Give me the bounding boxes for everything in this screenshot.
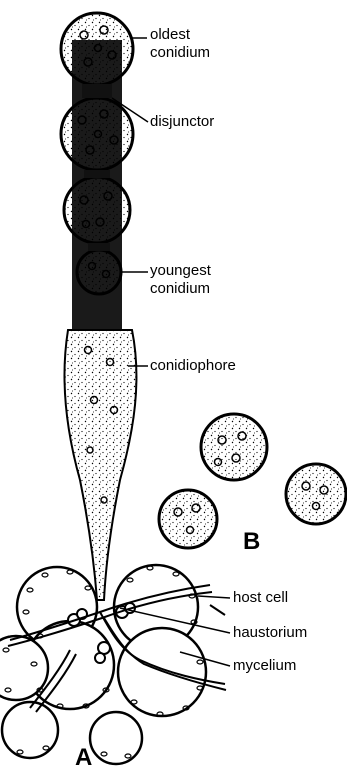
oldest-conidium bbox=[61, 13, 133, 85]
label-youngest-line2: conidium bbox=[150, 280, 211, 298]
panel-label-a: A bbox=[75, 744, 92, 772]
conidium-2 bbox=[61, 98, 133, 170]
youngest-conidium bbox=[77, 250, 121, 294]
label-host-cell: host cell bbox=[233, 589, 288, 607]
label-disjunctor: disjunctor bbox=[150, 113, 214, 131]
conidium-3 bbox=[64, 177, 130, 243]
label-conidiophore: conidiophore bbox=[150, 357, 236, 375]
label-oldest-conidium: oldest conidium bbox=[150, 26, 210, 62]
disjunctor-2 bbox=[84, 170, 110, 178]
conidiophore-stalk bbox=[64, 330, 136, 600]
label-mycelium: mycelium bbox=[233, 657, 296, 675]
label-oldest-line2: conidium bbox=[150, 44, 210, 62]
label-youngest-conidium: youngest conidium bbox=[150, 262, 211, 298]
disjunctor-3 bbox=[88, 243, 110, 251]
detached-conidium-right bbox=[286, 464, 346, 524]
detached-conidium-top bbox=[201, 414, 267, 480]
label-haustorium: haustorium bbox=[233, 624, 307, 642]
panel-label-b: B bbox=[243, 528, 260, 556]
detached-conidium-left bbox=[159, 490, 217, 548]
disjunctor bbox=[82, 84, 112, 98]
label-youngest-line1: youngest bbox=[150, 262, 211, 280]
label-oldest-line1: oldest bbox=[150, 26, 210, 44]
